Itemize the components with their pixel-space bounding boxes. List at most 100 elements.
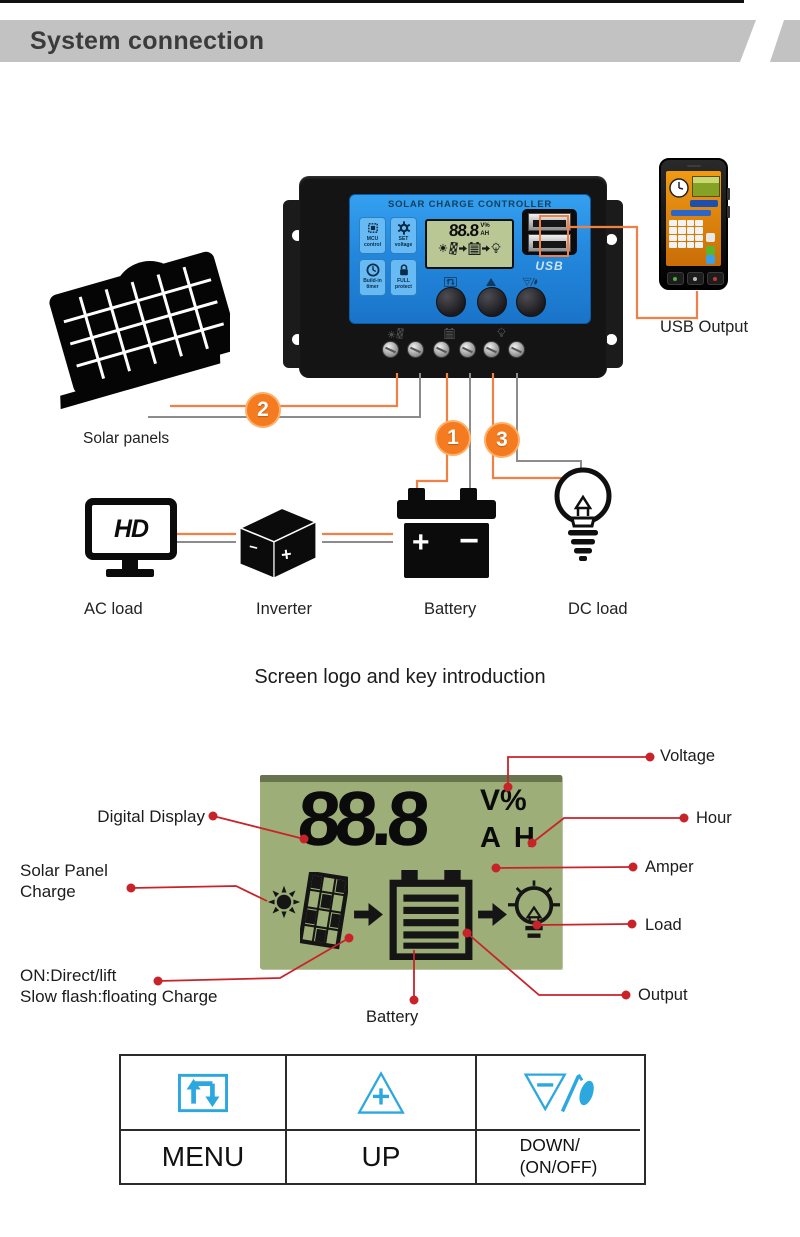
load-terminal-icon [497,326,506,344]
dc-load-label: DC load [568,600,628,618]
solar-panel-icon [300,873,348,947]
screw-hole [292,230,303,241]
phone-speaker [687,165,701,167]
ac-load-label: AC load [84,600,143,618]
badge-1: 1 [435,420,471,456]
phone-screen [666,171,721,266]
header-top-rule [0,0,744,3]
dc-load-icon [554,467,612,561]
down-label-cell: DOWN/ (ON/OFF) [477,1129,640,1183]
inverter-minus: − [247,538,260,557]
widget-bar [671,210,711,216]
monitor-stand [122,560,138,569]
header-bar-accent [770,20,800,62]
terminal-screw[interactable] [407,341,424,358]
screw-hole [606,234,617,245]
up-label-cell: UP [287,1129,477,1183]
callout-battery: Battery [366,1008,419,1026]
call-button [667,272,684,285]
sun-icon [438,243,448,253]
phone [659,158,730,290]
screw-hole [606,334,617,345]
battery-minus: − [459,522,479,560]
battery-icon [393,870,469,957]
menu-label-cell: MENU [121,1129,287,1183]
usb-logo: USB [535,259,564,273]
badge-3: 3 [484,422,520,458]
callout-on-direct: ON:Direct/lift Slow flash:floating Charg… [20,966,218,1007]
hd-logo: HD [113,514,149,543]
phone-buttons [667,272,724,285]
battery-body: + − [404,523,489,578]
down-onoff-key-icon [520,277,540,287]
inverter-label: Inverter [256,600,312,618]
down-triangle-onoff-icon [512,1070,606,1116]
ac-load-icon: HD [85,498,177,560]
photo-widget [692,176,720,197]
header-bar: System connection [0,20,756,62]
gear-icon [397,221,411,235]
usb-output-label: USB Output [660,318,749,336]
lcd-unit-volt: V% [480,223,490,229]
app-icon [706,255,715,264]
up-button[interactable] [477,287,507,317]
widget-bar [690,200,718,207]
arrow-right-icon [459,245,467,252]
battery-terminal [460,488,477,502]
controller-lcd: 88.8 V% AH [425,219,514,269]
callout-digital-display: Digital Display [97,807,205,826]
usb-port-1 [528,213,571,231]
side-key [727,188,730,200]
page-title: System connection [30,26,265,55]
callout-amper: Amper [645,858,694,876]
solar-panels-icon [49,251,230,410]
down-key-cell [477,1056,640,1129]
lcd-value: 88.8 [448,221,480,240]
menu-key-icon [440,277,460,287]
battery-label: Battery [424,600,477,618]
menu-button[interactable] [436,287,466,317]
inverter-icon: − + [237,506,319,579]
callout-solar-panel-charge: Solar Panel Charge [20,861,108,902]
clock-icon [366,263,380,277]
terminal-screw[interactable] [382,341,399,358]
home-button [687,272,704,285]
bulb-icon [508,878,560,940]
sun-icon [267,885,301,919]
down-onoff-button[interactable] [516,287,546,317]
arrow-right-icon [478,902,507,927]
lcd-big-unit-volt: V% [480,784,527,817]
lcd-unit-ah: AH [480,230,490,237]
arrow-right-icon [482,245,490,252]
terminal-screw[interactable] [459,341,476,358]
callout-load: Load [645,916,682,934]
lcd-big-unit-ah: A H [480,822,538,854]
lock-icon [397,263,411,277]
battery-icon [468,242,481,255]
chip-icon [366,221,380,235]
badge-2: 2 [245,392,281,428]
battery-cover [397,500,496,519]
controller-title: SOLAR CHARGE CONTROLLER [387,199,553,210]
usb-port-2 [528,234,571,252]
terminal-screw[interactable] [508,341,525,358]
terminal-screw[interactable] [433,341,450,358]
menu-cycle-icon [176,1073,230,1113]
terminal-screw[interactable] [483,341,500,358]
menu-key-cell [121,1056,287,1129]
app-icon [706,246,715,255]
callout-output: Output [638,986,688,1004]
inverter-plus: + [280,544,293,565]
battery-icon: + − [394,476,499,580]
screw-hole [292,334,303,345]
end-button [707,272,724,285]
callout-voltage: Voltage [660,747,716,765]
